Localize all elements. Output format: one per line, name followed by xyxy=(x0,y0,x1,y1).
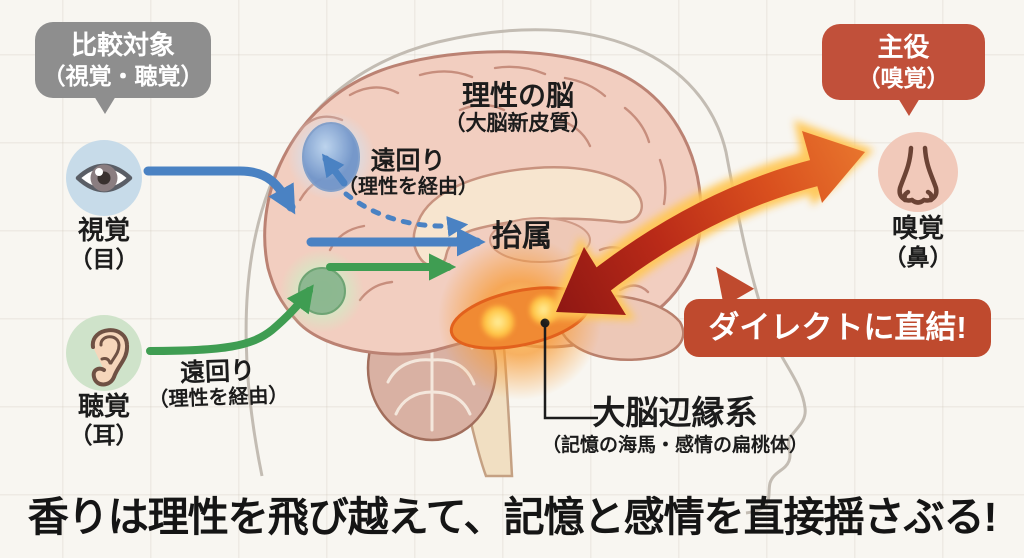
smell-label: 嗅覚 xyxy=(891,213,944,243)
vision-route-arrows xyxy=(143,153,486,257)
nose-icon xyxy=(897,145,939,205)
brain-title-block: 理性の脳 （大脳新皮質） xyxy=(408,80,628,136)
hearing-route-arrows xyxy=(146,253,457,355)
hearing-sublabel: （耳） xyxy=(69,421,139,448)
protagonist-bubble-tail xyxy=(898,98,920,116)
hearing-label: 聴覚 xyxy=(77,391,130,421)
hearing-icon-circle xyxy=(66,315,142,391)
comparison-bubble-line2: （視覚・聴覚） xyxy=(42,62,204,89)
hearing-detour-node xyxy=(280,249,364,333)
protagonist-bubble-line1: 主役 xyxy=(877,32,930,63)
smell-label-block: 嗅覚 （鼻） xyxy=(868,213,968,270)
vision-icon-circle xyxy=(66,140,142,216)
vision-label-block: 視覚 （目） xyxy=(54,215,154,272)
smell-sublabel: （鼻） xyxy=(883,243,953,270)
vision-label: 視覚 xyxy=(77,215,130,245)
direct-connection-box: ダイレクトに直結! xyxy=(684,299,991,357)
smell-icon-circle xyxy=(878,132,958,212)
brain-subtitle: （大脳新皮質） xyxy=(444,112,592,136)
protagonist-bubble: 主役 （嗅覚） xyxy=(822,24,985,100)
limbic-label: 大脳辺縁系 xyxy=(592,394,758,431)
hearing-detour-line2: （理性を経由） xyxy=(148,384,289,412)
brain-title: 理性の脳 xyxy=(461,80,574,111)
comparison-bubble: 比較対象 （視覚・聴覚） xyxy=(35,22,211,98)
limbic-connector xyxy=(540,318,598,420)
comparison-bubble-tail xyxy=(94,96,116,114)
thalamus-label: 抬属 xyxy=(492,220,552,253)
vision-detour-line1: 遠回り xyxy=(370,147,446,175)
limbic-label-block: 大脳辺縁系 （記憶の海馬・感情の扁桃体） xyxy=(530,394,820,457)
eye-icon xyxy=(75,163,133,193)
vision-detour-label: 遠回り （理性を経由） xyxy=(333,147,483,199)
limbic-sublabel: （記憶の海馬・感情の扁桃体） xyxy=(541,434,808,456)
vision-detour-line2: （理性を経由） xyxy=(338,175,478,198)
headline: 香りは理性を飛び越えて、記憶と感情を直接揺さぶる! xyxy=(27,494,998,540)
comparison-bubble-line1: 比較対象 xyxy=(70,30,175,61)
smell-direct-arrow xyxy=(556,131,865,315)
ear-icon xyxy=(90,328,130,387)
protagonist-bubble-line2: （嗅覚） xyxy=(857,64,950,91)
hearing-detour-label: 遠回り （理性を経由） xyxy=(147,356,289,413)
vision-sublabel: （目） xyxy=(69,245,139,272)
hearing-label-block: 聴覚 （耳） xyxy=(54,391,154,448)
